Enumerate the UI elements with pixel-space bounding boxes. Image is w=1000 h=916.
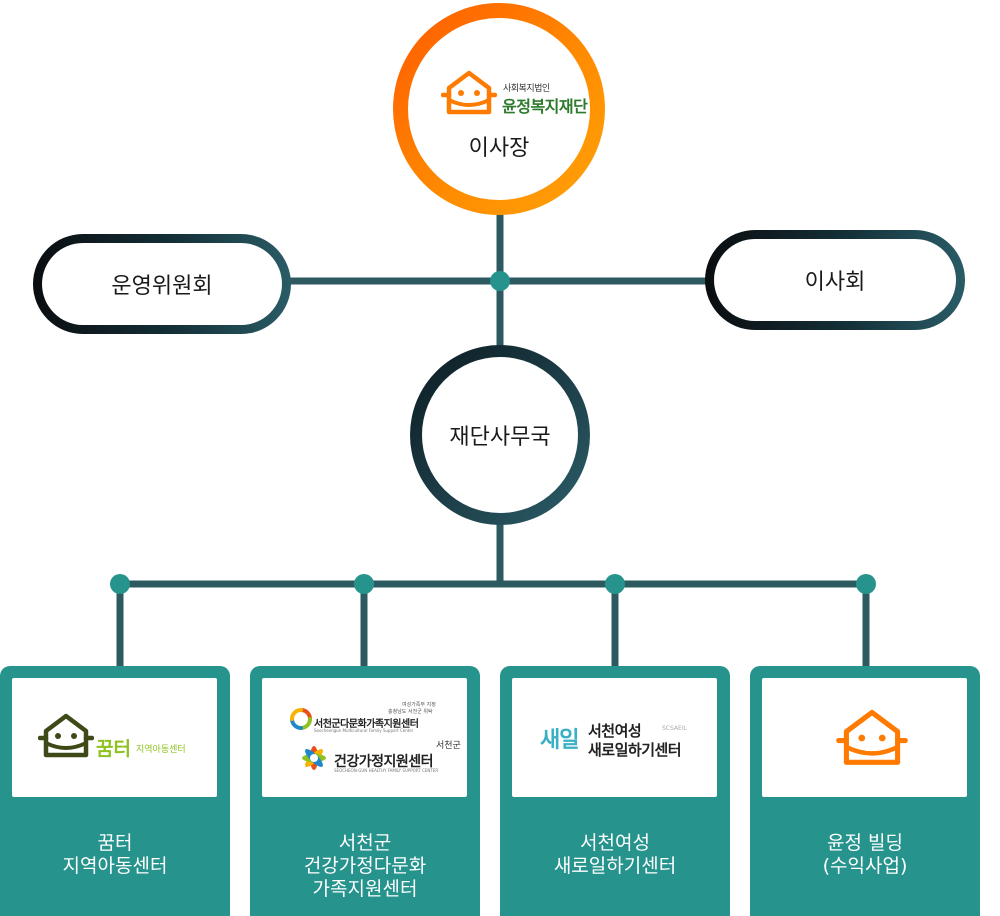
board-of-directors-node: 이사회 — [705, 230, 965, 330]
saeil-logo-mark: 새일 — [540, 728, 579, 753]
board-of-directors-label: 이사회 — [714, 239, 956, 321]
steering-committee-label: 운영위원회 — [42, 243, 282, 325]
secretariat-node: 재단사무국 — [410, 345, 590, 525]
multicultural-center-logo-name: 서천군다문화가족지원센터 — [314, 719, 419, 730]
house-smile-icon — [441, 70, 497, 115]
house-smile-icon — [38, 713, 94, 758]
multicultural-center-logo-english: Seocheongun Multicultural Family Support… — [314, 728, 414, 733]
healthy-family-center-logo-small: 서천군 — [436, 741, 461, 751]
caption-line: 건강가정다문화 — [303, 855, 427, 877]
yunjeong-building-caption: 윤정 빌딩 (수익사업) — [750, 832, 980, 878]
healthy-family-center-logo-name: 건강가정지원센터 — [334, 754, 434, 770]
caption-line: 가족지원센터 — [312, 878, 418, 900]
house-smile-icon — [836, 709, 908, 765]
secretariat-label: 재단사무국 — [422, 357, 578, 513]
org-card-kkumteo: 꿈터 지역아동센터 꿈터 지역아동센터 — [0, 666, 230, 916]
saeil-logo-english: SCSAEIL — [662, 725, 687, 732]
steering-committee-node: 운영위원회 — [33, 234, 291, 334]
caption-line: 서천여성 — [580, 832, 650, 854]
healthy-family-flower-icon — [302, 746, 326, 770]
caption-line: 지역아동센터 — [62, 855, 168, 877]
org-card-yunjeong-building: 윤정 빌딩 (수익사업) — [750, 666, 980, 916]
family-center-logo-small: 충청남도 서천군 위탁 — [388, 709, 433, 715]
multicultural-center-emblem-icon — [290, 708, 312, 730]
junction-dot — [490, 271, 510, 291]
saeil-logo-box: 새일 서천여성 SCSAEIL 새로일하기센터 — [512, 678, 717, 797]
healthy-family-center-logo-english: SEOCHEON-GUN HEALTHY FAMILY SUPPORT CENT… — [334, 768, 439, 773]
kkumteo-logo-box: 꿈터 지역아동센터 — [12, 678, 217, 797]
caption-line: 서천군 — [338, 832, 392, 854]
caption-line: 꿈터 — [97, 832, 133, 854]
org-card-saeil-center: 새일 서천여성 SCSAEIL 새로일하기센터 서천여성 새로일하기센터 — [500, 666, 730, 916]
saeil-caption: 서천여성 새로일하기센터 — [500, 832, 730, 878]
chairman-node-inner: 사회복지법인 윤정복지재단 이사장 — [408, 18, 590, 200]
saeil-logo-line2: 새로일하기센터 — [588, 741, 682, 759]
yunjeong-building-logo-box — [762, 678, 967, 797]
junction-dot — [110, 574, 130, 594]
foundation-logo-subtitle: 사회복지법인 — [503, 84, 550, 94]
family-center-logo-small: 여성가족부 지정 — [402, 702, 436, 708]
junction-dot — [605, 574, 625, 594]
chairman-label: 이사장 — [468, 136, 530, 161]
saeil-logo-line1: 서천여성 — [588, 722, 642, 740]
kkumteo-logo-name: 꿈터 — [96, 738, 131, 760]
foundation-logo-name: 윤정복지재단 — [502, 97, 588, 116]
caption-line: (수익사업) — [822, 855, 908, 877]
caption-line: 새로일하기센터 — [553, 855, 677, 877]
org-card-family-center: 여성가족부 지정 충청남도 서천군 위탁 서천군다문화가족지원센터 Seoche… — [250, 666, 480, 916]
family-center-logo-box: 여성가족부 지정 충청남도 서천군 위탁 서천군다문화가족지원센터 Seoche… — [262, 678, 467, 797]
junction-dot — [354, 574, 374, 594]
kkumteo-caption: 꿈터 지역아동센터 — [0, 832, 230, 878]
kkumteo-logo-sub: 지역아동센터 — [136, 745, 186, 755]
family-center-caption: 서천군 건강가정다문화 가족지원센터 — [250, 832, 480, 901]
junction-dot — [856, 574, 876, 594]
chairman-node: 사회복지법인 윤정복지재단 이사장 — [393, 3, 605, 215]
caption-line: 윤정 빌딩 — [827, 832, 903, 854]
